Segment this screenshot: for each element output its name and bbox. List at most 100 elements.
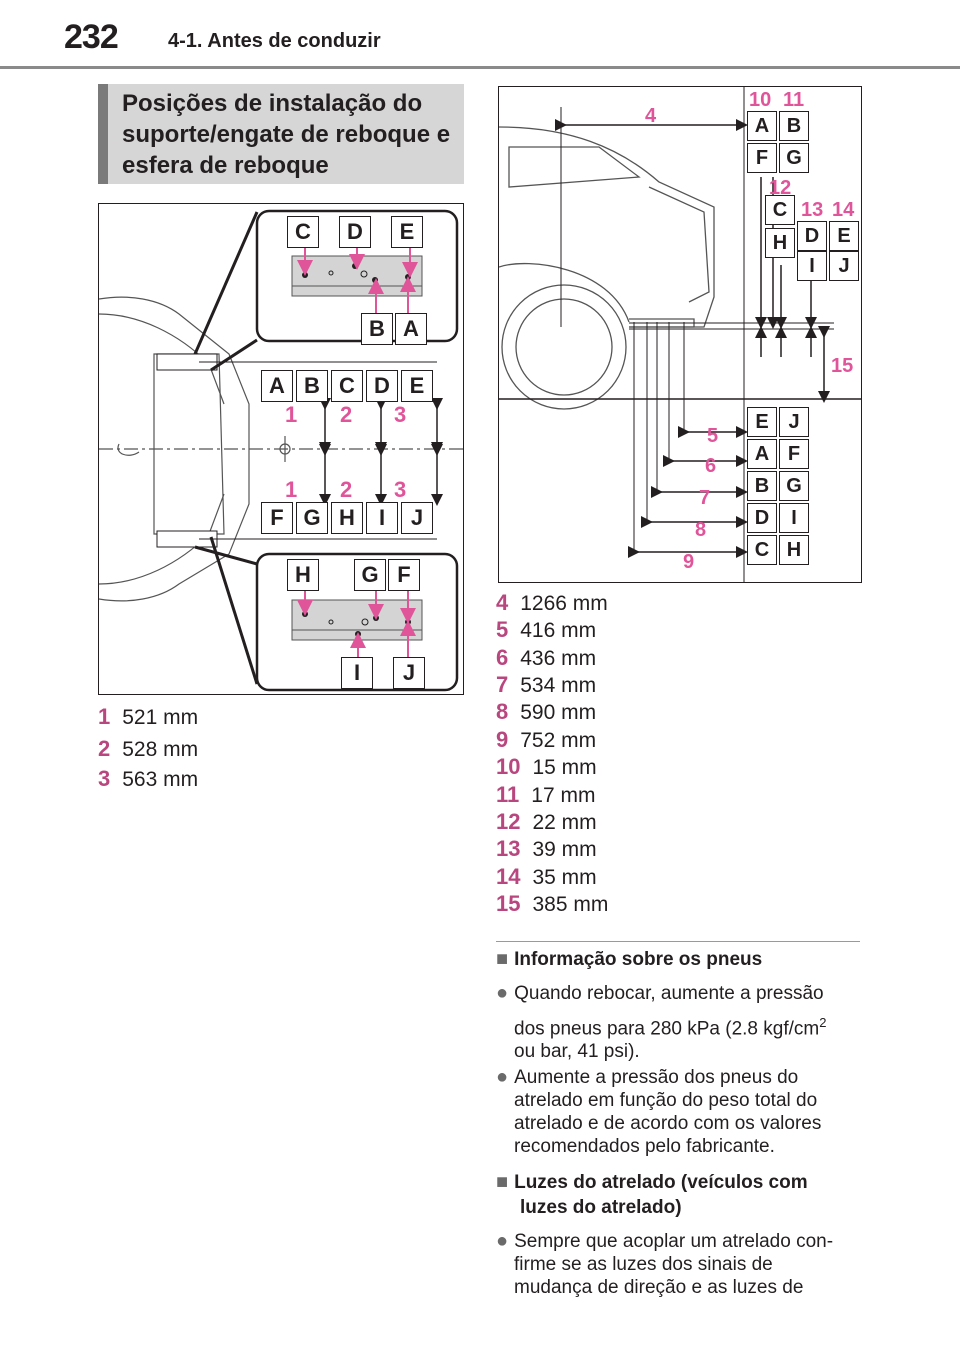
stack-boxes: E J A F B G D I C H: [747, 407, 809, 565]
spec-number: 11: [496, 782, 520, 807]
letter-box: A: [395, 313, 427, 345]
spec-number: 15: [496, 891, 521, 916]
spec-number: 12: [496, 809, 521, 834]
letter-box: I: [341, 657, 373, 689]
letter-box: E: [401, 370, 433, 402]
dim-num: 15: [831, 355, 854, 377]
dim-num: 11: [783, 89, 805, 111]
spec-number: 7: [496, 672, 509, 697]
side-view-figure: 4 10 11 12 13 14 15 A B F G C H D E I J …: [498, 86, 862, 583]
letter-box: A: [261, 370, 293, 402]
box-fg: F G: [747, 143, 809, 173]
letter-box: J: [393, 657, 425, 689]
dim-num: 7: [699, 487, 711, 509]
letter-box: J: [829, 251, 859, 281]
stack-row: B G: [747, 471, 809, 501]
letter-box: E: [747, 407, 777, 437]
text-line: atrelado em função do peso total do: [514, 1090, 818, 1111]
spec-number: 6: [496, 645, 509, 670]
letter-box: H: [765, 228, 795, 258]
spec-value: 528 mm: [122, 738, 199, 761]
letter-box: B: [296, 370, 328, 402]
letter-box: A: [747, 439, 777, 469]
spec-value: 416 mm: [520, 619, 597, 642]
letter-box: D: [797, 221, 827, 251]
spec-value: 1266 mm: [520, 592, 608, 615]
letter-box: E: [829, 221, 859, 251]
letter-box: G: [296, 502, 328, 534]
bottom-inset-bottom-labels: I J: [341, 657, 425, 689]
lights-para-1: ●Sempre que acoplar um atrelado con- fir…: [496, 1230, 860, 1299]
superscript: 2: [819, 1015, 827, 1030]
row-bottom-labels: F G H I J: [261, 502, 433, 534]
text-line: recomendados pelo fabricante.: [514, 1136, 775, 1157]
section-title: 4-1. Antes de conduzir: [168, 30, 381, 52]
text-line: Sempre que acoplar um atrelado con-: [514, 1231, 834, 1252]
spec-item: 5 416 mm: [496, 617, 596, 643]
spec-number: 2: [98, 736, 111, 761]
page-title: Posições de instalação do suporte/engate…: [98, 84, 464, 184]
text-line: ou bar, 41 psi).: [514, 1041, 640, 1063]
text-line: Aumente a pressão dos pneus do: [514, 1067, 799, 1088]
letter-box: F: [261, 502, 293, 534]
front-view-illustration: [98, 209, 463, 692]
square-bullet-icon: ■: [496, 948, 509, 970]
round-bullet-icon: ●: [496, 1230, 509, 1252]
spec-number: 14: [496, 864, 521, 889]
text-span: dos pneus para 280 kPa (2.8 kgf/cm: [514, 1018, 820, 1040]
title-line: Posições de instalação do: [122, 90, 423, 117]
spec-item: 6 436 mm: [496, 645, 596, 671]
spec-value: 436 mm: [520, 647, 597, 670]
text-line: Quando rebocar, aumente a pressão: [514, 983, 824, 1004]
dim-num: 9: [683, 551, 695, 573]
spec-value: 752 mm: [520, 729, 597, 752]
dim-num: 3: [394, 402, 407, 427]
header-rule: [0, 66, 960, 69]
dim-num: 1: [285, 477, 298, 502]
letter-box: C: [331, 370, 363, 402]
round-bullet-icon: ●: [496, 982, 509, 1004]
page-number: 232: [64, 18, 119, 56]
letter-box: F: [388, 559, 420, 591]
side-view-illustration: [498, 87, 861, 582]
dim-num: 1: [285, 402, 298, 427]
spec-value: 35 mm: [532, 866, 597, 889]
text-line: mudança de direção e as luzes de: [514, 1277, 804, 1298]
letter-box: H: [331, 502, 363, 534]
letter-box: J: [779, 407, 809, 437]
spec-number: 8: [496, 699, 509, 724]
letter-box: D: [339, 216, 371, 248]
spec-number: 4: [496, 590, 509, 615]
spec-number: 5: [496, 617, 509, 642]
letter-box: C: [287, 216, 319, 248]
dim-num: 2: [340, 402, 353, 427]
letter-box: H: [287, 559, 319, 591]
letter-box: C: [747, 535, 777, 565]
letter-box: B: [361, 313, 393, 345]
letter-box: G: [354, 559, 386, 591]
stack-row: A F: [747, 439, 809, 469]
box-ab: A B: [747, 111, 809, 141]
top-inset-labels: C D E: [287, 216, 423, 248]
dim-num: 2: [340, 477, 353, 502]
stack-row: C H: [747, 535, 809, 565]
stack-row: D I: [747, 503, 809, 533]
spec-value: 15 mm: [532, 756, 597, 779]
front-view-figure: C D E B A A B C D E 1 2 3 1 2 3 F G H I …: [98, 203, 464, 695]
stack-row: E J: [747, 407, 809, 437]
text-line: atrelado e de acordo com os valores: [514, 1113, 822, 1134]
dim-num: 14: [832, 199, 855, 221]
text-line: Luzes do atrelado (veículos com: [514, 1172, 808, 1193]
row-top-labels: A B C D E: [261, 370, 433, 402]
letter-box: I: [797, 251, 827, 281]
vehicle-side-outline: [498, 126, 715, 410]
dim-num: 8: [695, 519, 707, 541]
dim-num: 5: [707, 425, 719, 447]
